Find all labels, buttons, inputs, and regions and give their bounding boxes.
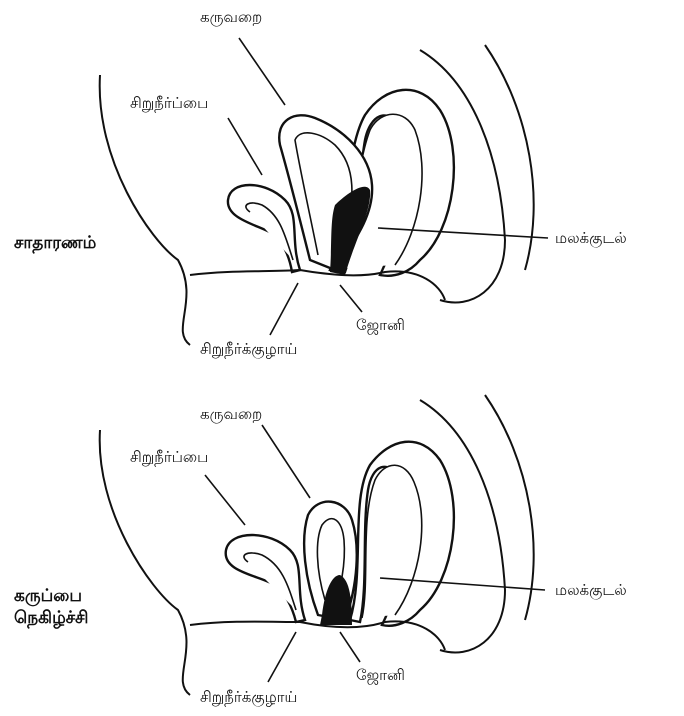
side-label-line-2: நெகிழ்ச்சி <box>14 607 88 629</box>
pelvic-floor <box>190 270 445 300</box>
side-label-normal: சாதாரணம் <box>14 232 96 254</box>
label-urethra-2: சிறுநீர்க்குழாய் <box>200 690 297 705</box>
label-vagina-1: ஜோனி <box>356 318 405 333</box>
bladder-shape <box>228 185 300 272</box>
label-bladder-2: சிறுநீர்ப்பை <box>130 450 208 465</box>
label-vagina-2: ஜோனி <box>356 668 405 683</box>
pelvic-floor-2 <box>190 621 445 650</box>
label-uterus-2: கருவறை <box>200 407 262 422</box>
body-outline-back <box>100 75 190 345</box>
side-label-prolapse: கருப்பை நெகிழ்ச்சி <box>14 585 88 629</box>
normal-diagram <box>100 38 548 345</box>
prolapse-diagram <box>100 395 545 695</box>
side-label-line-1: கருப்பை <box>14 585 88 607</box>
body-outline-back-2 <box>100 430 190 695</box>
side-label-line: சாதாரணம் <box>14 232 96 254</box>
label-bladder-1: சிறுநீர்ப்பை <box>130 96 208 111</box>
label-uterus-1: கருவறை <box>200 10 262 25</box>
label-urethra-1: சிறுநீர்க்குழாய் <box>200 342 297 357</box>
label-rectum-2: மலக்குடல் <box>555 583 627 598</box>
label-rectum-1: மலக்குடல் <box>555 231 627 246</box>
